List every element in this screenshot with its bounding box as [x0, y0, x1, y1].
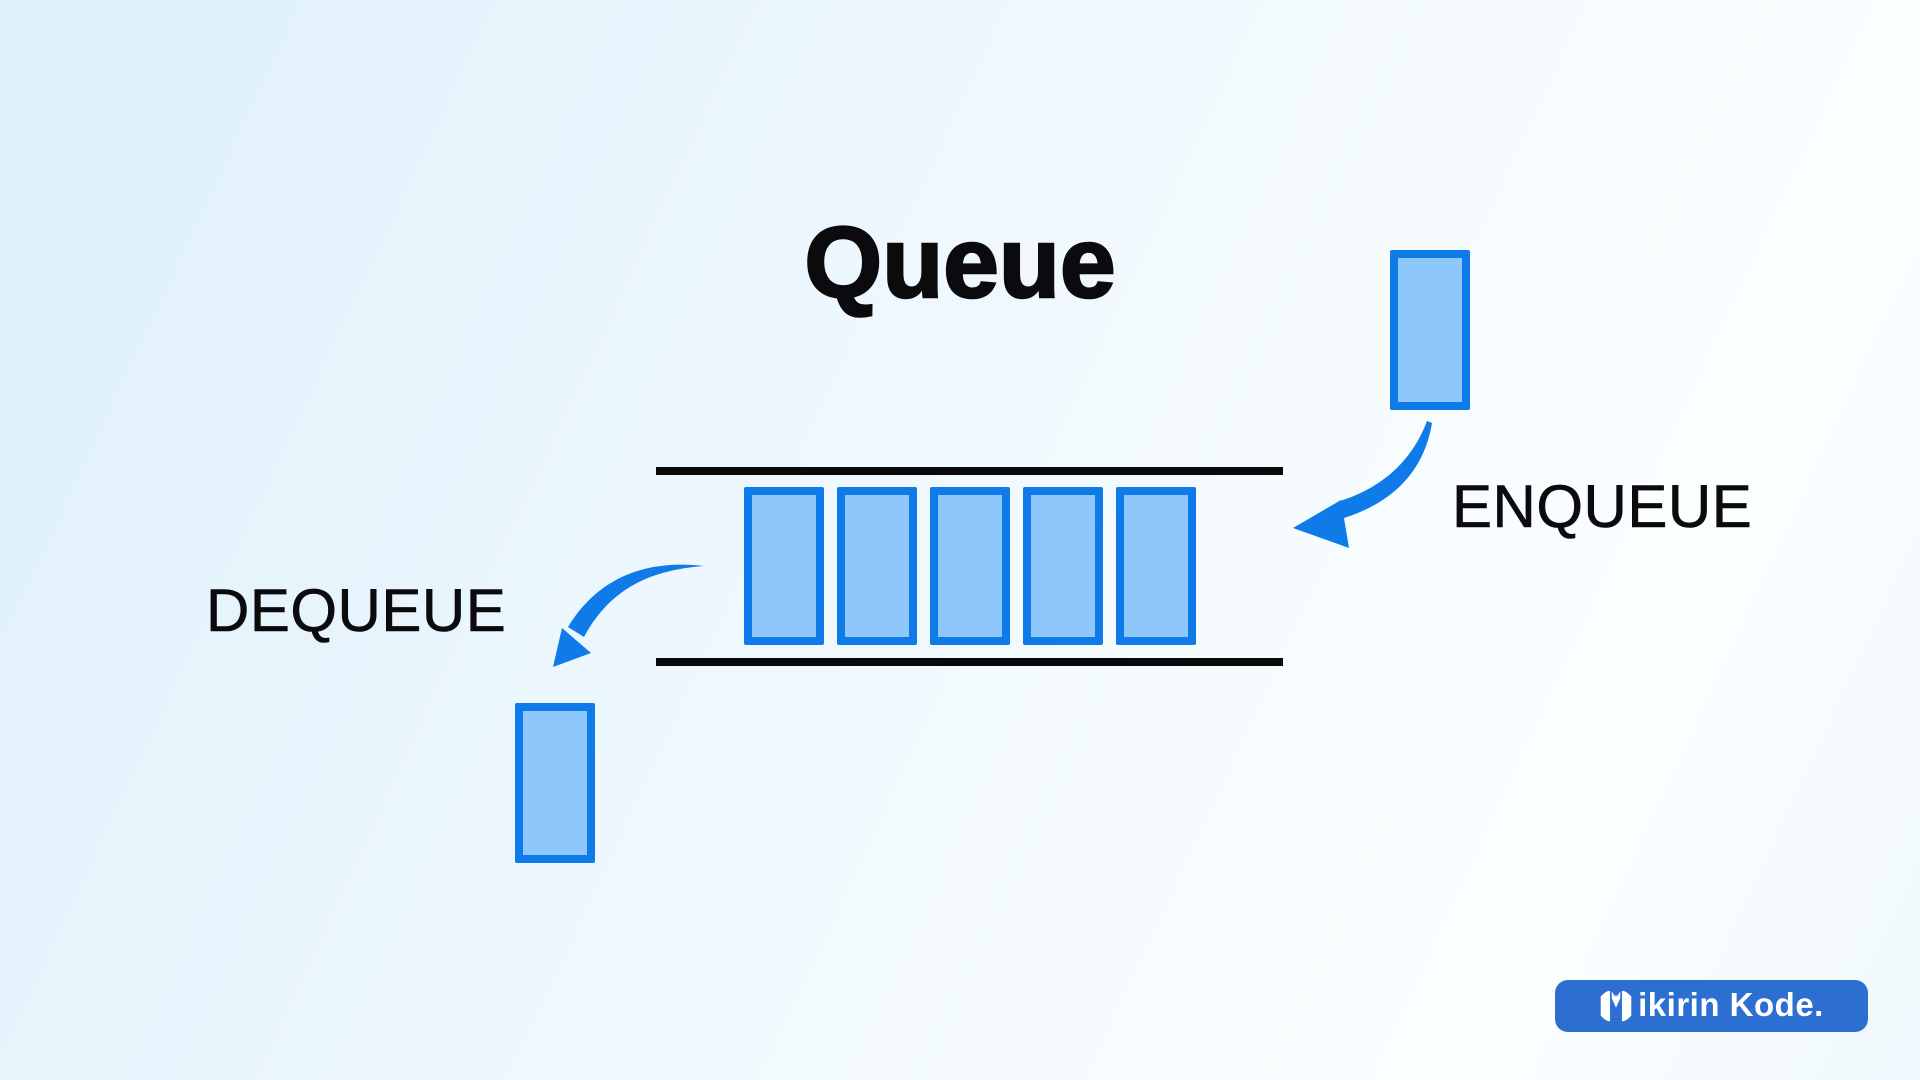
queue-items — [744, 487, 1196, 645]
queue-top-line — [656, 467, 1283, 475]
brand-mark-icon — [1600, 990, 1632, 1022]
enqueue-label: ENQUEUE — [1452, 473, 1753, 541]
brand-logo-badge: ikirin Kode. — [1555, 980, 1868, 1032]
queue-item — [744, 487, 824, 645]
dequeue-arrow-icon — [553, 564, 704, 667]
page-title: Queue — [803, 206, 1117, 321]
dequeue-item-block — [515, 703, 595, 863]
enqueue-arrow-icon — [1293, 421, 1432, 548]
queue-item — [1116, 487, 1196, 645]
queue-item — [930, 487, 1010, 645]
queue-bottom-line — [656, 658, 1283, 666]
dequeue-label: DEQUEUE — [206, 577, 507, 645]
queue-item — [837, 487, 917, 645]
enqueue-item-block — [1390, 250, 1470, 410]
queue-item — [1023, 487, 1103, 645]
brand-text: ikirin Kode. — [1638, 985, 1824, 1023]
